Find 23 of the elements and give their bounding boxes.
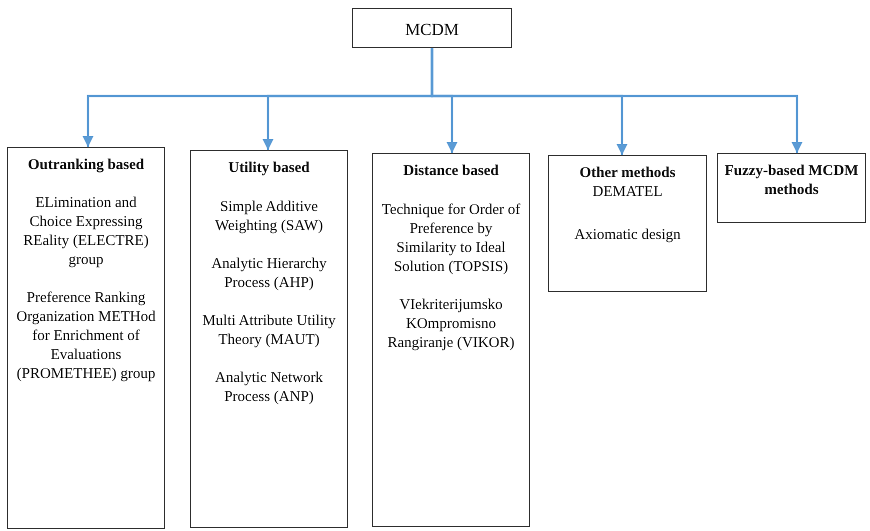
arrow xyxy=(430,48,802,153)
method-text: Multi Attribute Utility Theory (MAUT) xyxy=(201,312,337,350)
category-box xyxy=(548,155,707,292)
method-text: Preference Ranking Organization METHod for Enrichment of Evaluations (PROMETHEE) group xyxy=(15,288,157,384)
category-box xyxy=(717,153,866,223)
method-text: Simple Additive Weighting (SAW) xyxy=(214,198,324,236)
category-box xyxy=(7,147,165,529)
category-box xyxy=(372,153,530,527)
category-heading: Other methods xyxy=(578,164,676,183)
category-heading: Fuzzy-based MCDM methods xyxy=(724,162,859,200)
category-box xyxy=(190,150,348,528)
root-title: MCDM xyxy=(404,19,460,40)
method-text: Technique for Order of Preference by Similarity to Ideal Solution (TOPSIS) xyxy=(380,200,522,277)
category-heading: Outranking based xyxy=(26,156,146,175)
method-text: Axiomatic design xyxy=(573,226,682,245)
method-text: ELimination and Choice Expressing REality (ELECTRE) group xyxy=(22,194,150,270)
method-text: Analytic Network Process (ANP) xyxy=(214,369,324,408)
method-text: Analytic Hierarchy Process (AHP) xyxy=(210,254,328,293)
method-text: VIekriterijumsko KOmpromisno Rangiranje (VIKOR) xyxy=(386,296,516,354)
category-heading: Utility based xyxy=(227,159,311,178)
method-text: DEMATEL xyxy=(592,182,664,202)
root-box xyxy=(352,8,512,48)
category-heading: Distance based xyxy=(402,162,500,181)
